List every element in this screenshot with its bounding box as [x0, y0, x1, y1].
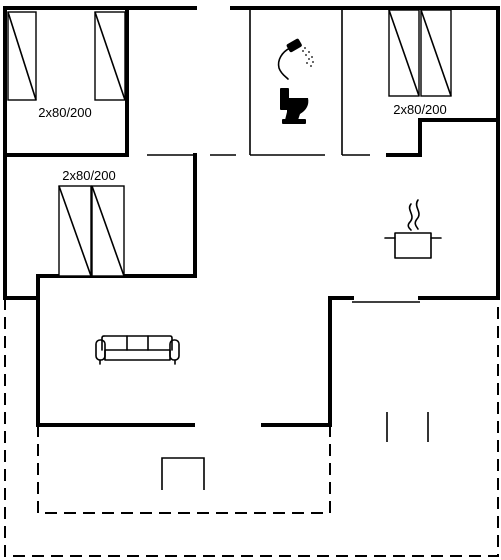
bed-size-label: 2x80/200: [62, 168, 116, 183]
bathroom: [277, 38, 314, 124]
bedroom-1: 2x80/200: [7, 11, 126, 120]
bed-3a: [58, 185, 92, 277]
terrace-table: [161, 457, 205, 490]
living-room: [95, 335, 180, 365]
terrace: [161, 412, 429, 490]
bed-2b: [420, 9, 452, 97]
terrace-outline: [4, 298, 499, 557]
kitchen: [384, 199, 442, 259]
cooking-pot-icon: [384, 199, 442, 259]
bed-2a: [388, 9, 420, 97]
interior-walls: [3, 6, 500, 303]
bed-size-label: 2x80/200: [38, 105, 92, 120]
bed-size-label: 2x80/200: [393, 102, 447, 117]
sofa-icon: [95, 335, 180, 365]
bed-1b: [94, 11, 126, 101]
shower-icon: [277, 38, 314, 80]
toilet-icon: [280, 88, 309, 124]
bed-3b: [91, 185, 125, 277]
bed-1a: [7, 11, 37, 101]
bedroom-2: 2x80/200: [388, 9, 452, 117]
bedroom-3: 2x80/200: [58, 168, 125, 277]
